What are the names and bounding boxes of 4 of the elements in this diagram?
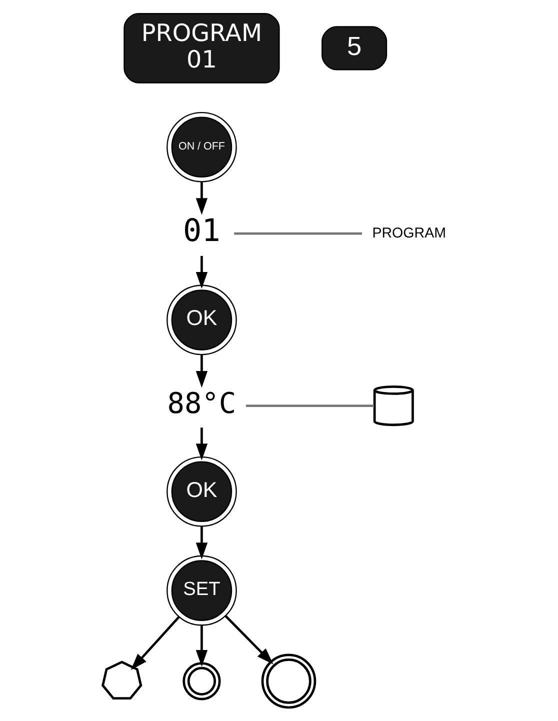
label: 5 [346,30,362,61]
node-text: 01 [182,213,220,250]
node-text: PROGRAM [372,225,446,242]
node-text: 88°C [166,386,236,420]
